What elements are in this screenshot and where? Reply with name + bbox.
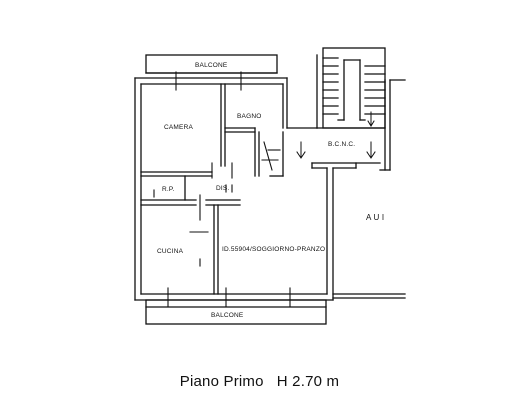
- label-bcnc: B.C.N.C.: [328, 141, 355, 148]
- label-aui: A U I: [366, 213, 384, 222]
- interior-walls: [140, 83, 260, 295]
- label-cucina: CUCINA: [157, 248, 184, 255]
- label-balcone-bottom: BALCONE: [211, 312, 244, 319]
- label-balcone-top: BALCONE: [195, 62, 228, 69]
- balcone-bottom: [145, 299, 327, 325]
- label-rip: R.P.: [162, 186, 175, 193]
- openings: [153, 71, 291, 307]
- balcone-top: [145, 54, 278, 74]
- arrows: [296, 111, 376, 159]
- label-camera: CAMERA: [164, 124, 193, 131]
- label-soggiorno: ID.55904/SOGGIORNO-PRANZO: [222, 246, 325, 253]
- label-bagno: BAGNO: [237, 113, 261, 120]
- bcnc-area: [269, 47, 406, 299]
- plan-caption: Piano Primo H 2.70 m: [179, 373, 340, 390]
- label-dis: DIS.: [216, 185, 229, 192]
